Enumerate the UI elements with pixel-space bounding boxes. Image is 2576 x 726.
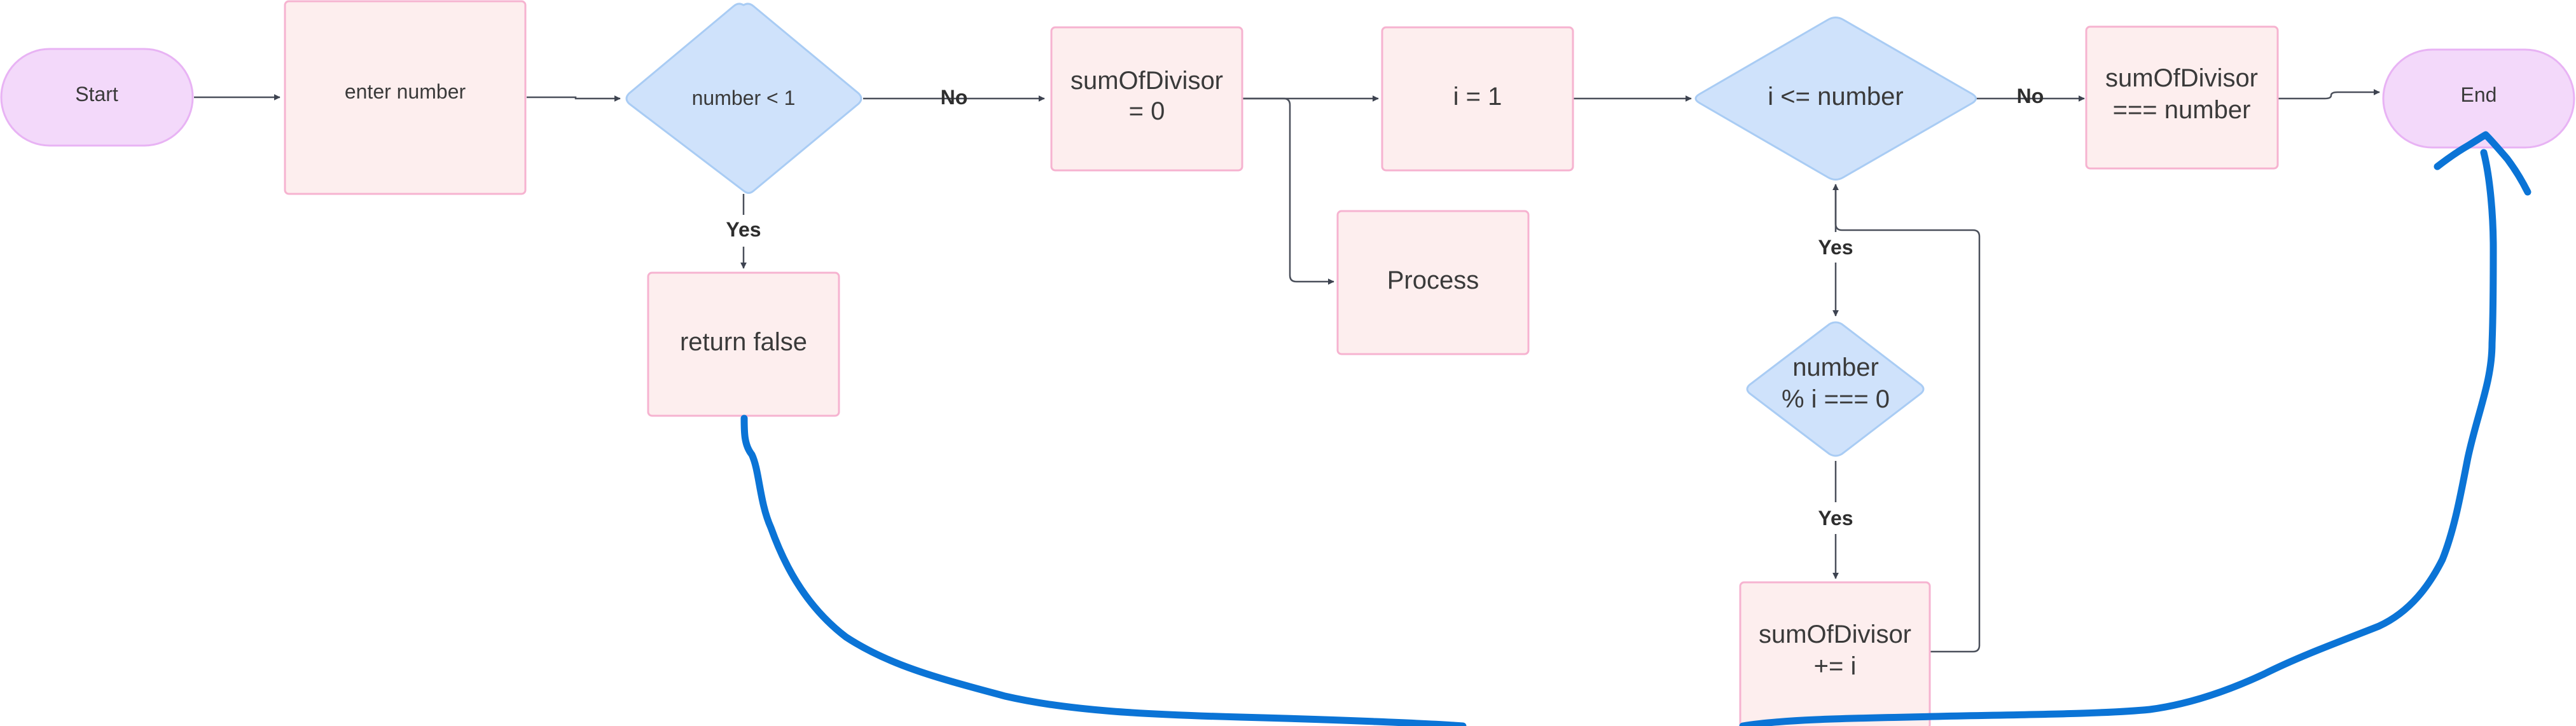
node-sum-add-line1: sumOfDivisor <box>1759 620 1911 648</box>
node-start[interactable]: Start <box>0 48 194 147</box>
annotation-arrowhead <box>2434 131 2531 196</box>
node-sum-add-line2: += i <box>1814 652 1857 680</box>
node-enter-number-label: enter number <box>345 80 466 103</box>
edge-label-no-1: No <box>941 86 968 109</box>
node-end[interactable]: End <box>2382 48 2575 149</box>
node-divisible-line2: % i === 0 <box>1782 385 1890 413</box>
edge-sum-init-to-process[interactable] <box>1242 97 1334 285</box>
edge-sum-add-loop-back[interactable] <box>1832 184 1981 653</box>
edge-labels: No Yes Yes Yes No <box>726 85 2044 530</box>
node-sum-init-line2: = 0 <box>1129 97 1165 125</box>
node-i-le-number-label: i <= number <box>1768 83 1903 111</box>
node-number-lt-1-label: number < 1 <box>692 86 796 109</box>
node-enter-number[interactable]: enter number <box>284 0 527 195</box>
node-start-label: Start <box>75 83 118 106</box>
node-divisible-line1: number <box>1792 353 1879 381</box>
node-process-label: Process <box>1387 266 1479 294</box>
node-divisible[interactable]: number % i === 0 <box>1746 321 1925 457</box>
node-process[interactable]: Process <box>1336 210 1530 355</box>
edge-label-no-2: No <box>2017 85 2044 107</box>
node-sum-init-line1: sumOfDivisor <box>1070 67 1223 95</box>
edge-label-yes-2: Yes <box>1818 236 1853 259</box>
node-return-false-label: return false <box>680 328 807 356</box>
edge-label-yes-1: Yes <box>726 218 761 241</box>
hand-drawn-annotation <box>740 131 2531 726</box>
edge-label-yes-3: Yes <box>1818 507 1853 530</box>
node-return-false[interactable]: return false <box>647 271 840 417</box>
annotation-stroke-return-to-end <box>740 149 2497 726</box>
node-i-init-label: i = 1 <box>1453 83 1502 111</box>
node-sum-check-line2: === number <box>2113 96 2251 124</box>
node-end-label: End <box>2461 83 2497 106</box>
node-number-lt-1[interactable]: number < 1 <box>625 3 862 194</box>
node-sum-init[interactable]: sumOfDivisor = 0 <box>1050 26 1243 172</box>
connectors <box>194 89 2380 653</box>
node-i-le-number[interactable]: i <= number <box>1694 17 1977 181</box>
node-sum-check-line1: sumOfDivisor <box>2105 64 2258 92</box>
node-sum-add[interactable]: sumOfDivisor += i <box>1739 581 1931 726</box>
node-sum-check[interactable]: sumOfDivisor === number <box>2085 25 2279 170</box>
edge-sum-check-to-end[interactable] <box>2278 89 2380 100</box>
node-i-init[interactable]: i = 1 <box>1381 26 1574 172</box>
edge-enter-to-number-lt-1[interactable] <box>527 95 621 102</box>
